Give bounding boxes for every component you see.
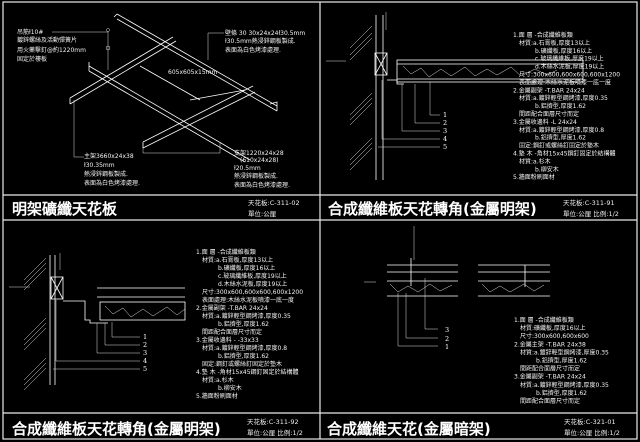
panel-3-drawing: 1 2 3 4 5 1.面 層 -合成纖維板類材質:a.石膏板,厚度13以上b.… (9, 248, 303, 438)
wall-angle-label-2: ł30.5mm熱浸鋅鋼板製成. (225, 37, 296, 45)
spec-note-line: 間距配合面層尺寸而定 (519, 110, 579, 118)
wall-angle-label-1: 壁條 30 30x24x24ł30.5mm (225, 29, 305, 37)
main-runner-label-4: 表面為白色烤漆處理. (84, 179, 140, 187)
panel-3-notes: 1.面 層 -合成纖維板類材質:a.石膏板,厚度13以上b.礦纖板,厚度16以上… (196, 248, 303, 400)
callout-2: 2 (143, 341, 147, 349)
spec-note-line: 2.金屬副架 -T.BAR 24x24 (513, 86, 585, 94)
spec-note-line: b.鋁擠型,厚度1.62 (218, 352, 269, 360)
spec-note-line: 材質:a.杉木 (519, 157, 551, 165)
spec-note-line: 間距配合面層尺寸而定 (202, 328, 262, 336)
spec-note-line: 表面處理:木絲水泥板噴漆一底一度 (519, 78, 611, 86)
callout-1: 1 (445, 343, 449, 351)
spec-note-line: 1.面 層 -合成纖維板類 (514, 316, 574, 324)
spec-note-line: b.鋁擠型,厚度1.62 (535, 134, 586, 142)
callout-5: 5 (443, 143, 447, 151)
spec-note-line: b.鋁擠型,厚度1.62 (218, 320, 269, 328)
panel-2-notes: 1.面 層 -合成纖維板類材質:a.石膏板,厚度13以上b.礦纖板,厚度16以上… (513, 31, 620, 181)
panel-3-title: 合成纖維板天花轉角(金屬明架) (11, 420, 221, 438)
spec-note-line: 尺寸:300x600,600x600,600x1200 (202, 288, 303, 296)
spec-note-line: 3.金屬副架 -T.BAR 24x24 (514, 373, 586, 381)
spec-note-line: 固定:鋼釘或螺絲釘固定於墊木 (519, 142, 599, 150)
panel-2-unit: 單位:公厘 比例:1/2 (563, 209, 619, 218)
board-size-label: 605x605x15mm (168, 69, 217, 76)
spec-note-line: 固定:鋼釘或螺絲釘固定於墊木 (202, 360, 282, 368)
panel-3-code: 天花板:C-311-92 (247, 417, 299, 426)
spec-note-line: b.柳安木 (535, 165, 559, 173)
panel-1-drawing: 吊筋ł10# 鍍鋅螺絲及活動彈簧片 用火藥擊釘@約1220mm 固定於樓板 壁條… (12, 13, 305, 218)
cross-tee-label-2: (610x24x28) (240, 157, 279, 164)
spec-note-line: 5.牆面粉刷面材 (513, 173, 555, 181)
spec-note-line: b.礦纖板,厚度16以上 (535, 47, 592, 55)
spec-note-line: 4.墊 木 -角材15x45鋼釘固定於結構體 (513, 150, 616, 158)
spec-note-line: b.礦纖板,厚度16以上 (218, 264, 275, 272)
panel-2-code: 天花板:C-311-91 (563, 198, 615, 207)
callout-4: 4 (143, 357, 147, 365)
main-runner-label-3: 熱浸鋅鋼板製成. (84, 170, 128, 178)
spec-note-line: b.柳安木 (218, 384, 242, 392)
spec-note-line: 1.面 層 -合成纖維板類 (196, 248, 256, 256)
spec-note-line: 1.面 層 -合成纖維板類 (513, 31, 573, 39)
spec-note-line: c.玻璃纖維板,厚度19以上 (535, 55, 604, 63)
spec-note-line: 尺寸:300x600,600x600 (520, 332, 589, 340)
main-runner-label-2: ł30.35mm (84, 162, 115, 169)
panel-4-unit: 單位:公厘 比例:1/2 (564, 428, 620, 437)
spec-note-line: b.鋁擠型,厚度1.62 (535, 102, 586, 110)
panel-4-title: 合成纖維天花(金屬暗架) (326, 420, 491, 438)
panel-1-title: 明架礦纖天花板 (12, 200, 118, 218)
callout-1: 1 (143, 333, 147, 341)
spec-note-line: 材質:礦纖板,厚度16以上 (520, 324, 586, 332)
spec-note-line: 材質:a.鍍鋅輕型鋼烤漆,厚度0.8 (519, 126, 604, 134)
callout-2: 2 (443, 119, 447, 127)
callout-5: 5 (143, 365, 147, 373)
callout-3: 3 (143, 349, 147, 357)
spec-note-line: 3.金屬收邊料 -L 24x24 (513, 118, 577, 126)
cross-tee-label-3: ł20.5mm (234, 165, 261, 172)
spec-note-line: d.木絲水泥板,厚度19以上 (535, 63, 604, 71)
main-runner-label-1: 主架3660x24x38 (84, 152, 134, 160)
callout-2: 2 (445, 335, 449, 343)
spec-note-line: 材質:a.鍍鋅輕型鋼烤漆,厚度0.35 (202, 312, 291, 320)
panel-4-code: 天花板:C-321-01 (564, 417, 616, 426)
spec-note-line: b.鋁擠型,厚度1.62 (536, 389, 587, 397)
spec-note-line: 3.金屬收邊料 - -33x33 (196, 336, 259, 344)
wall-angle-label-3: 表面為白色烤漆處理. (225, 46, 281, 54)
spec-note-line: 2.金屬副架 -T.BAR 24x24 (196, 304, 268, 312)
panel-4-notes: 1.面 層 -合成纖維板類材質:礦纖板,厚度16以上尺寸:300x600,600… (514, 316, 609, 405)
panel-4-drawing: 3 2 1 1.面 層 -合成纖維板類材質:礦纖板,厚度16以上尺寸:300x6… (326, 226, 620, 438)
spec-note-line: 2.金屬主架 -T.BAR 24x38 (514, 340, 586, 348)
spec-note-line: 材質:a.鍍鋅輕型鋼烤漆,厚度0.8 (202, 344, 287, 352)
callout-3: 3 (445, 326, 449, 334)
spec-note-line: 材質:a.石膏板,厚度13以上 (519, 39, 590, 47)
panel-2-drawing: 1 2 3 4 5 1.面 層 -合成纖維板類材質:a.石膏板,厚度13以上b.… (326, 12, 620, 218)
spec-note-line: 材質:a.鍍鋅輕型鋼烤漆,厚度0.35 (520, 348, 609, 356)
spec-note-line: d.木絲水泥板,厚度19以上 (218, 280, 287, 288)
spec-note-line: 間距配合面層尺寸而定 (520, 397, 580, 405)
panel-3-unit: 單位:公厘 比例:1/2 (247, 428, 303, 437)
spec-note-line: 材質:a.石膏板,厚度13以上 (202, 256, 273, 264)
spec-note-line: 表面處理:木絲水泥板噴漆一底一度 (202, 296, 294, 304)
panel-1-unit: 單位:公厘 (248, 209, 277, 218)
spec-note-line: 間距配合面層尺寸而定 (520, 365, 580, 373)
callout-1: 1 (443, 111, 447, 119)
cross-tee-label-5: 表面為白色烤漆處理. (234, 181, 290, 189)
callout-4: 4 (443, 135, 447, 143)
cross-tee-label-4: 熱浸鋅鋼板製成. (234, 172, 278, 180)
panel-2-title: 合成纖維板天花轉角(金屬明架) (327, 200, 537, 218)
hanger-label-1: 吊筋ł10# (17, 28, 43, 36)
cross-tee-label-1: 支架1220x24x28 (234, 149, 284, 157)
hanger-label-3: 用火藥擊釘@約1220mm (17, 46, 86, 54)
spec-note-line: 材質:a.鍍鋅輕型鋼烤漆,厚度0.35 (519, 94, 608, 102)
hanger-label-2: 鍍鋅螺絲及活動彈簧片 (17, 36, 77, 44)
spec-note-line: 尺寸:300x600,600x600,600x1200 (519, 71, 620, 79)
spec-note-line: 5.牆面粉刷面材 (196, 392, 238, 400)
panel-1-code: 天花板:C-311-02 (248, 198, 300, 207)
spec-note-line: 材質:a.杉木 (202, 376, 234, 384)
spec-note-line: b.鋁擠型,厚度1.62 (536, 357, 587, 365)
callout-3: 3 (443, 127, 447, 135)
spec-note-line: c.玻璃纖維板,厚度19以上 (218, 272, 287, 280)
hanger-label-4: 固定於樓板 (17, 55, 47, 63)
spec-note-line: 4.墊 木 -角材15x45鋼釘固定於結構體 (196, 368, 299, 376)
spec-note-line: 材質:a.鍍鋅輕型鋼烤漆,厚度0.35 (520, 381, 609, 389)
